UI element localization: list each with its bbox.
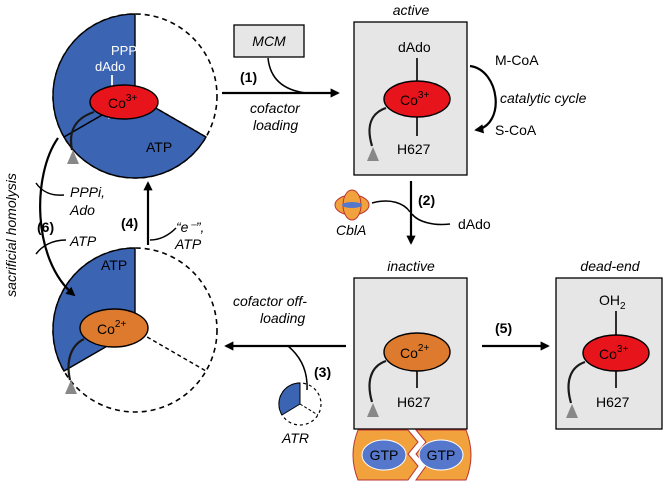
- atr2-cobalt-2plus: [79, 308, 149, 348]
- inactive-cobalamin-tail: [368, 359, 387, 403]
- step6-number: (6): [37, 219, 54, 235]
- atr2-tail-base-marker: [65, 380, 77, 394]
- active-cobalamin-tail: [368, 106, 387, 147]
- deadend-cobalamin-tail: [567, 360, 586, 404]
- inactive-tail-base-marker: [367, 403, 379, 417]
- mcm-box: [233, 24, 305, 58]
- step6-output-line2: Ado: [69, 202, 95, 218]
- deadend-tail-base-marker: [566, 404, 578, 418]
- atr2-outline: [52, 247, 218, 413]
- mcm-label: MCM: [252, 33, 286, 49]
- deadend-h627-label: H627: [596, 394, 630, 410]
- step5-number: (5): [495, 320, 512, 336]
- step6-arrow: [39, 137, 76, 297]
- inactive-h627-label: H627: [397, 394, 431, 410]
- atr-cobalt-3plus: [89, 84, 159, 120]
- step6-output-curve: [35, 182, 65, 196]
- step2-dado-curve: [411, 213, 451, 226]
- cbla-gtp-dimer: GTP GTP: [352, 429, 472, 481]
- step3-label-line1: cofactor off-: [233, 293, 307, 309]
- atr2-co-label: Co2+: [97, 319, 126, 337]
- step4-input-curve: [149, 227, 177, 241]
- active-tail-base-marker: [367, 147, 379, 161]
- step4-label-line1: “e⁻”,: [176, 219, 204, 235]
- step3-atr-label: ATR: [281, 430, 309, 446]
- atr-pppi-label: PPPi: [111, 43, 140, 58]
- step6-output-line1: PPPi,: [70, 184, 105, 200]
- step1-number: (1): [240, 69, 257, 85]
- step2-cbla-label: CblA: [336, 222, 366, 238]
- atr-cobalamin-tail: [69, 110, 95, 151]
- step1-label-line1: cofactor: [250, 100, 301, 116]
- deadend-co-label: Co3+: [599, 344, 628, 362]
- atr-loaded-complex: PPPi dAdo Co3+ ATP: [52, 13, 218, 179]
- active-state-label: active: [393, 2, 430, 18]
- inactive-state-label: inactive: [387, 258, 435, 274]
- deadend-water-label: OH2: [599, 292, 626, 312]
- active-h627-label: H627: [397, 141, 431, 157]
- atr-cob-complex: ATP Co2+: [52, 247, 218, 413]
- atr-atp-label: ATP: [146, 139, 172, 155]
- catalysis-substrate: M-CoA: [495, 52, 539, 68]
- gtp-right-label: GTP: [427, 447, 456, 463]
- gtp-left-label: GTP: [370, 447, 399, 463]
- active-co-label: Co3+: [400, 90, 429, 108]
- catalytic-cycle-arrow: [469, 64, 497, 134]
- inactive-co-label: Co2+: [400, 343, 429, 361]
- step2-cbla-curve: [371, 200, 411, 213]
- active-dado-label: dAdo: [398, 39, 431, 55]
- step6-side-label: sacrificial homolysis: [3, 173, 19, 297]
- step3-atr-curve: [287, 345, 308, 391]
- atr-tail-base-marker: [67, 150, 79, 164]
- free-atr-icon: [278, 382, 322, 426]
- catalysis-label: catalytic cycle: [500, 90, 587, 106]
- mcm-merge-curve: [267, 57, 307, 94]
- step6-input-curve: [35, 239, 67, 255]
- step2-dado-label: dAdo: [458, 216, 491, 232]
- atr-dado-label: dAdo: [95, 59, 125, 74]
- step4-number: (4): [121, 215, 138, 231]
- atr2-atp-label: ATP: [101, 257, 127, 273]
- deadend-state-label: dead-end: [580, 258, 640, 274]
- atr-co-label: Co3+: [108, 93, 137, 111]
- step3-number: (3): [314, 364, 331, 380]
- step3-label-line2: loading: [260, 310, 305, 326]
- cbla-dimer-icon: [334, 189, 370, 221]
- step6-input-label: ATP: [69, 233, 97, 249]
- step2-number: (2): [418, 192, 435, 208]
- catalysis-product: S-CoA: [495, 122, 537, 138]
- atr2-cobalamin-tail: [67, 338, 85, 381]
- step1-label-line2: loading: [253, 117, 298, 133]
- atr-subunit-bottom: [63, 95, 207, 179]
- step4-label-line2: ATP: [174, 236, 202, 252]
